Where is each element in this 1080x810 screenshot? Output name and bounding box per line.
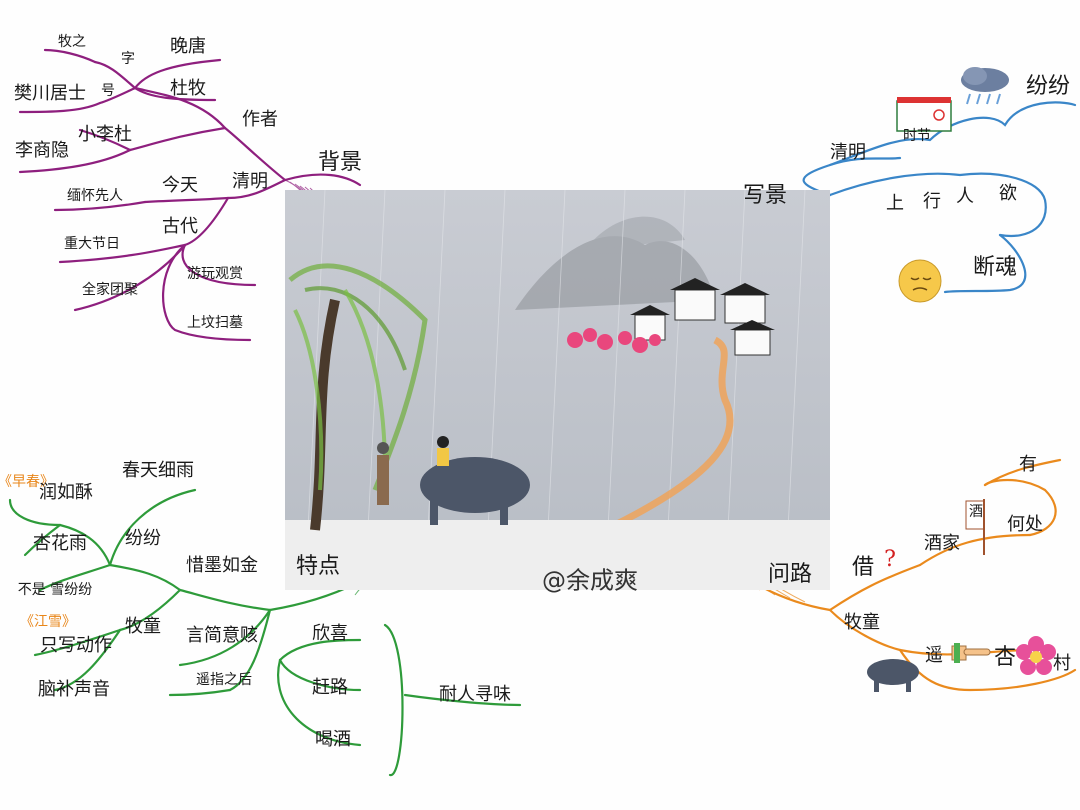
hechu-node: 何处 [1007,514,1043,535]
nickname-1: 李商隐 [15,140,69,161]
not-snow-node: 不是 雪纷纷 [17,582,93,598]
today-value: 缅怀先人 [67,188,123,204]
hurry-node: 赶路 [312,677,348,698]
purple-branches [18,48,362,342]
winding-path [613,336,734,529]
ancient-node: 古代 [162,216,198,237]
calendar-icon [896,97,952,132]
zi-node: 字 [121,51,135,67]
apricot-flower-icon [1016,636,1056,675]
snow-title: 《江雪》 [20,614,76,630]
sightseeing-node: 游玩观赏 [187,266,243,282]
pointing-hand-icon [951,643,991,663]
features-fenfen: 纷纷 [125,528,161,549]
imagine-sound-node: 脑补声音 [38,679,110,700]
you-node: 有 [1019,454,1037,475]
hao-node: 号 [101,83,115,99]
nickname-2: 小李杜 [78,124,132,145]
aftertaste-node: 耐人寻味 [439,684,511,705]
wine-flag-icon [965,499,985,555]
jiujia-node: 酒家 [924,533,960,554]
pedestrian-char-1: 上 [886,193,904,214]
scene-root: 写景 [742,183,788,208]
apricot-rain-node: 杏花雨 [33,533,87,554]
green-branches [8,488,522,777]
name-node: 杜牧 [170,78,206,99]
yan-yi-node: 言简意赅 [186,625,258,646]
pedestrian-char-2: 行 [923,191,941,212]
solar-term: 时节 [903,128,931,144]
xi-mo-node: 惜墨如金 [186,555,258,576]
joy-node: 欣喜 [312,623,348,644]
central-painting [285,190,830,590]
festival-node: 重大节日 [64,236,120,252]
ask-mutong: 牧童 [844,612,880,633]
mountain-group [515,216,715,310]
after-point-node: 遥指之后 [196,672,252,688]
rain-lines [304,190,806,590]
yao-node: 遥 [925,645,943,666]
runrusu-node: 润如酥 [39,482,93,503]
xing-node: 杏 [993,645,1017,670]
features-root: 特点 [295,554,341,579]
jie-node: 借 [851,555,875,580]
ask-root: 问路 [767,562,813,587]
only-action-node: 只写动作 [40,635,112,656]
pedestrian-char-3: 人 [956,186,974,207]
author-node: 作者 [242,109,278,130]
apricot-blossoms [567,328,661,353]
sad-face-icon [898,259,942,303]
early-spring-title: 《早春》 [0,474,54,490]
hao-value: 樊川居士 [14,83,86,104]
spring-rain-node: 春天细雨 [122,460,194,481]
rain-cloud-icon [961,67,1009,105]
scene-qingming: 清明 [830,142,866,163]
background-root: 背景 [317,150,363,175]
author-credit: @余成爽 [542,566,638,595]
drink-node: 喝酒 [315,729,351,750]
question-mark: ? [884,547,896,572]
today-node: 今天 [162,175,198,196]
traveler-figure [377,442,389,505]
ground [285,520,830,590]
wine-flag-char: 酒 [969,504,983,520]
fenfen-node: 纷纷 [1025,74,1071,99]
reunion-node: 全家团聚 [82,282,138,298]
qingming-node: 清明 [232,171,268,192]
pedestrian-char-4: 欲 [999,183,1017,204]
zi-value: 牧之 [58,34,86,50]
features-mutong: 牧童 [125,616,161,637]
ox-with-herdboy [420,436,530,525]
cun-node: 村 [1053,653,1071,674]
era-node: 晚唐 [170,36,206,57]
tomb-node: 上坟扫墓 [187,315,243,331]
village-houses [630,278,775,356]
ox-icon [867,659,919,692]
duanhun-node: 断魂 [972,255,1018,280]
